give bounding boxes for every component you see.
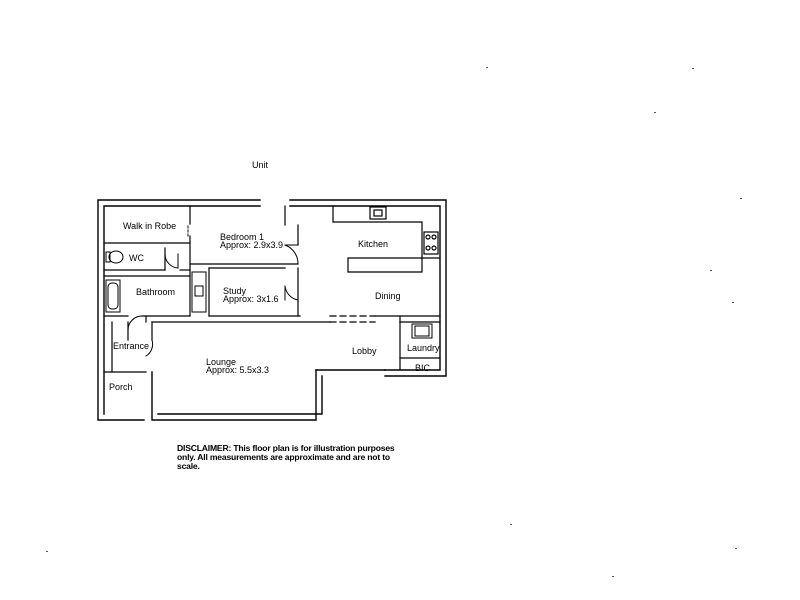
room-walk-in-robe: Walk in Robe: [123, 221, 177, 231]
room-porch: Porch: [109, 382, 133, 392]
disclaimer-text: DISCLAIMER: This floor plan is for illus…: [177, 443, 395, 471]
room-study-size: Approx: 3x1.6: [223, 294, 279, 304]
door-swings: [127, 244, 299, 357]
room-bedroom-name: Bedroom 1: [220, 232, 265, 242]
fixtures: [105, 225, 433, 339]
scan-speck: [510, 524, 512, 525]
room-dining: Dining: [375, 291, 401, 301]
room-lobby: Lobby: [352, 346, 377, 356]
room-entrance: Entrance: [113, 341, 150, 351]
scan-speck: [710, 270, 712, 271]
room-study-name: Study: [223, 286, 247, 296]
room-bedroom-size: Approx: 2.9x3.9: [220, 240, 284, 250]
room-bic: BIC: [415, 363, 431, 373]
room-bathroom: Bathroom: [136, 287, 176, 297]
room-lounge-name: Lounge: [206, 357, 237, 367]
interior-walls: [103, 205, 441, 373]
outer-walls: [97, 199, 447, 421]
scan-speck: [692, 68, 694, 69]
room-wc: WC: [129, 253, 144, 263]
plan-title: Unit: [252, 160, 269, 170]
scan-speck: [46, 551, 48, 552]
scan-speck: [732, 302, 734, 303]
scan-speck: [654, 112, 656, 113]
scan-speck: [486, 67, 488, 68]
room-lounge-size: Approx: 5.5x3.3: [206, 365, 270, 375]
scan-speck: [612, 576, 614, 577]
room-laundry: Laundry: [407, 343, 440, 353]
kitchen-benches: [332, 205, 441, 273]
scan-speck: [735, 548, 737, 549]
room-kitchen: Kitchen: [358, 239, 389, 249]
scan-speck: [740, 198, 742, 199]
